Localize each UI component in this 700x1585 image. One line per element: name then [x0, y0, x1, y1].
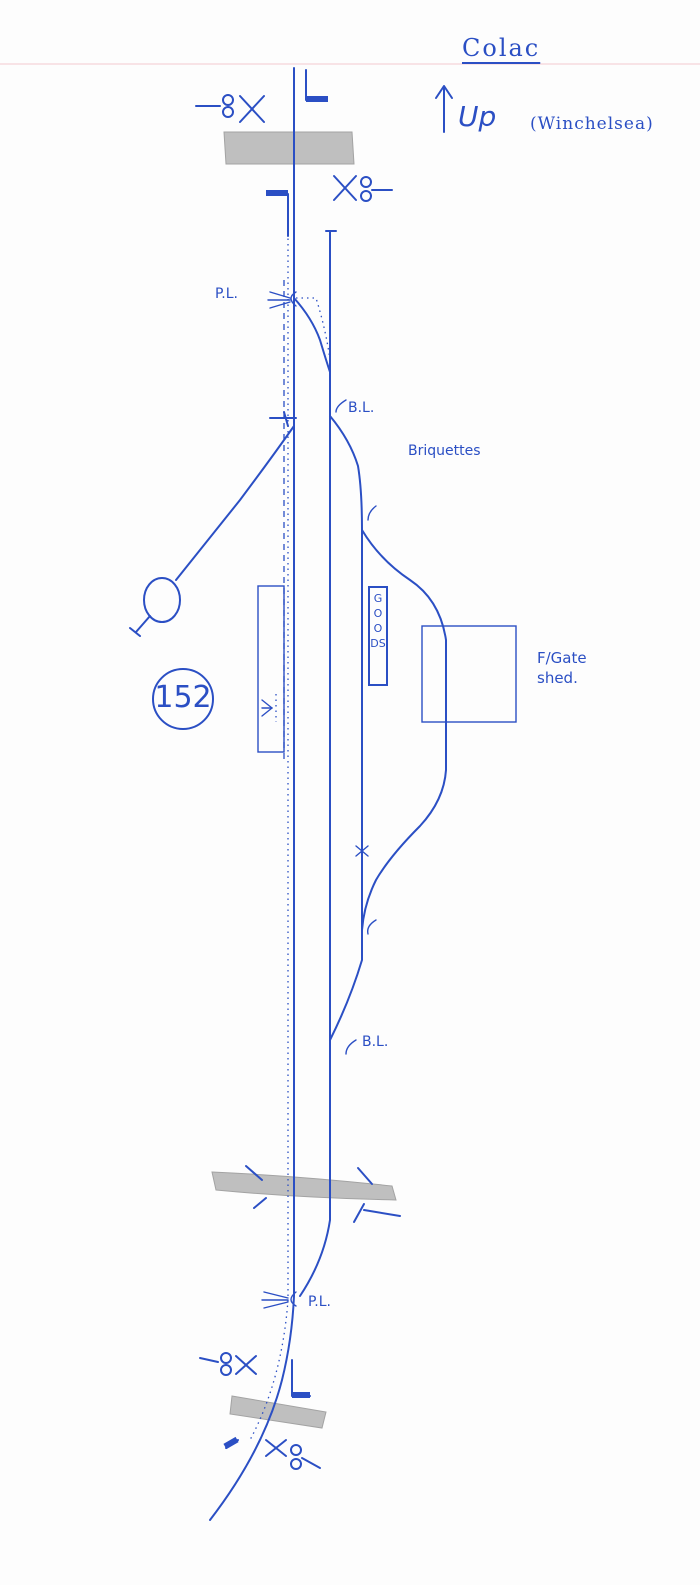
pl-label-top: P.L.	[215, 286, 238, 302]
gate-bottom-right	[265, 1439, 321, 1470]
middle-gate-tick	[245, 1165, 263, 1181]
gate-flag-top-2	[267, 193, 289, 237]
siding-mark-bottom	[366, 919, 377, 935]
road-crossing-middle	[211, 1171, 397, 1201]
platform-lamp-icon	[261, 694, 277, 722]
road-crossing-bottom	[229, 1395, 327, 1429]
fgate-shed-building	[421, 625, 517, 723]
gate-top-right	[333, 175, 393, 202]
pl-top-symbol	[267, 291, 297, 309]
top-crossover-dotted	[296, 297, 331, 361]
pl-bottom-symbol	[261, 1291, 297, 1309]
shed-siding	[361, 529, 447, 931]
station-title: Colac	[462, 34, 541, 62]
fgate-shed-label: F/Gate shed.	[537, 649, 587, 687]
bl-label-top: B.L.	[348, 400, 375, 416]
road-crossing-top	[223, 131, 355, 165]
siding-mark-top	[367, 505, 377, 521]
pl-label-bottom: P.L.	[308, 1294, 331, 1310]
bl-top-mark	[335, 399, 347, 413]
signal-lamp-circle	[143, 577, 181, 623]
bl-bottom-mark	[345, 1039, 357, 1055]
main-line	[209, 67, 295, 1521]
gate-top-left	[195, 94, 265, 123]
gate-bottom-left	[199, 1352, 257, 1376]
gate-flag-top	[305, 69, 327, 101]
goods-shed-label: GOODS	[368, 586, 388, 686]
dotted-line	[249, 200, 289, 1441]
signal-box-number: 152	[152, 668, 214, 730]
signal-wire	[175, 425, 295, 581]
gate-flag-bottom	[291, 1359, 311, 1397]
destination-label: (Winchelsea)	[530, 114, 654, 134]
platform	[257, 585, 285, 753]
siding-line	[329, 415, 363, 1041]
top-crossover	[293, 297, 331, 373]
bl-label-bottom: B.L.	[362, 1034, 389, 1050]
loop-line	[299, 231, 331, 1297]
briquettes-label: Briquettes	[408, 443, 481, 459]
direction-label: Up	[458, 100, 497, 133]
